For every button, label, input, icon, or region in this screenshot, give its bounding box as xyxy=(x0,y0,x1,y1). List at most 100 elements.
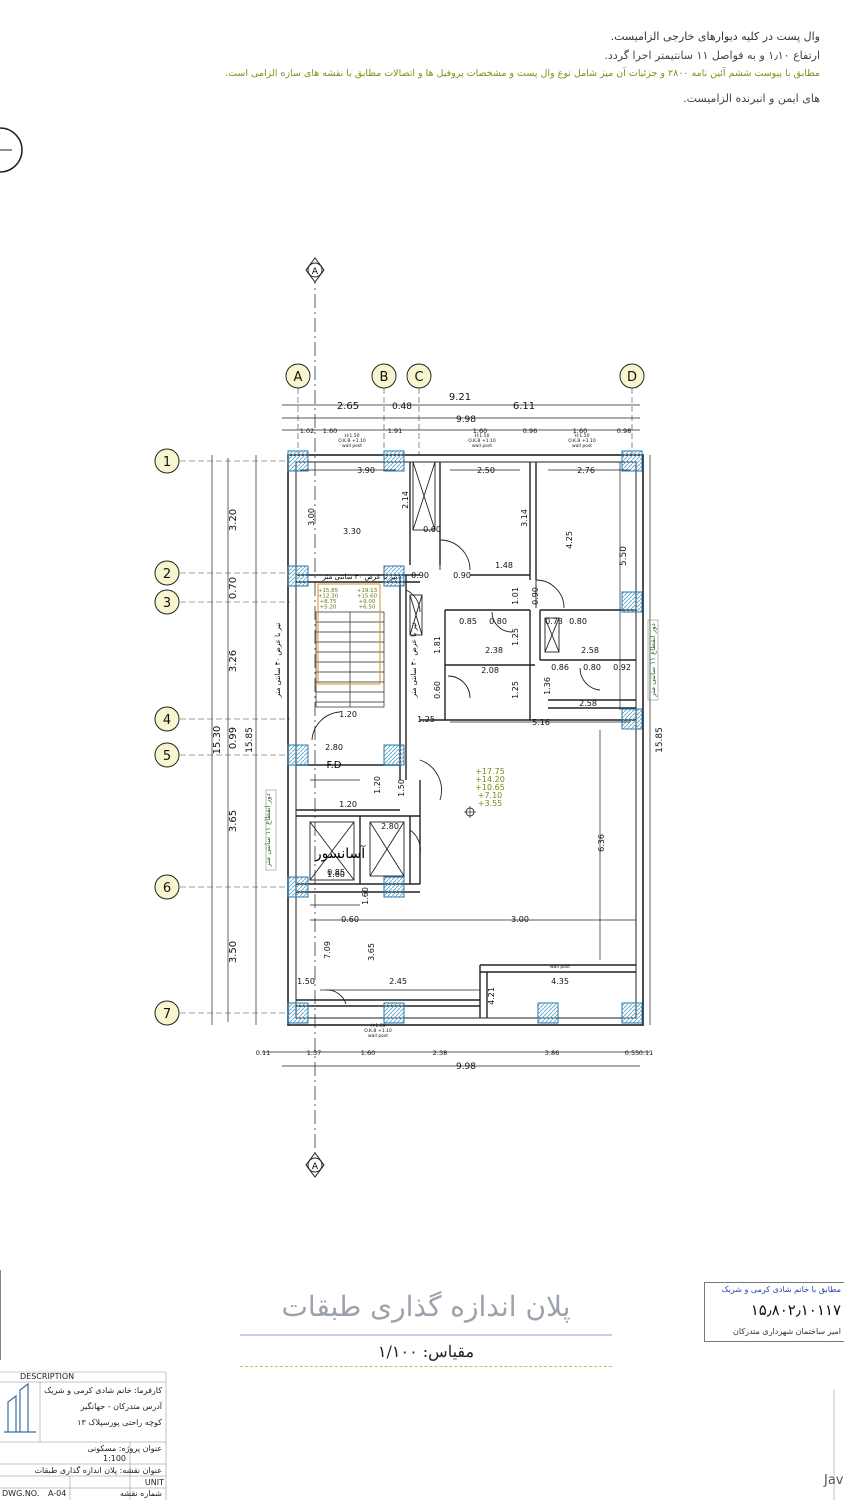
section-label: A xyxy=(312,267,319,277)
room-dim: 1.20 xyxy=(339,710,357,719)
dim-top-mid: 9.21 xyxy=(449,392,471,403)
room-dim: 0.85 xyxy=(459,617,477,626)
dim-bottom-chain: 0.55 xyxy=(625,1049,639,1057)
tb-address: آدرس متدرکان - جهانگیر xyxy=(80,1402,162,1411)
dim-bottom-chain: 1.37 xyxy=(307,1049,321,1057)
room-dim: 2.58 xyxy=(581,646,599,655)
dim-left: 0.99 xyxy=(228,727,239,749)
room-dim: 3.90 xyxy=(357,466,375,475)
room-dim: 2.45 xyxy=(389,977,407,986)
company-logo-icon xyxy=(4,1382,36,1433)
grid-label-7: 7 xyxy=(163,1007,171,1022)
side-note: دور انقطاع ۱۱ سانتی متر xyxy=(649,623,657,697)
level-text: +8.75 xyxy=(320,599,337,605)
room-dim: 1.81 xyxy=(433,636,442,654)
drawing-scale: مقیاس: ۱/۱۰۰ xyxy=(377,1342,475,1361)
level-text: +10.65 xyxy=(475,783,505,792)
section-marker-bottom: A xyxy=(305,1152,325,1178)
level-text: +19.13 xyxy=(357,588,378,594)
room-dim: 0.86 xyxy=(551,663,569,672)
outer-walls xyxy=(287,454,644,1026)
level-text: +14.20 xyxy=(475,775,505,784)
room-dim: 2.80 xyxy=(325,743,343,752)
section-marker-top: A xyxy=(305,257,325,283)
window-label: wall post xyxy=(572,443,592,449)
room-dim: 1.25 xyxy=(511,681,520,699)
dim-top-chain: 1.60 xyxy=(473,427,487,435)
column xyxy=(621,1002,643,1024)
room-dim: 1.20 xyxy=(373,776,382,794)
side-note: دور انقطاع ۱۱ سانتی متر xyxy=(264,793,272,867)
level-text: +15.85 xyxy=(318,588,339,594)
dim-top-chain: 1.02 xyxy=(300,427,314,435)
level-text: +12.30 xyxy=(318,594,339,600)
room-dim: 0.60 xyxy=(423,525,441,534)
room-dim: 0.90 xyxy=(453,571,471,580)
grid-label-2: 2 xyxy=(163,567,171,582)
dimension-lines xyxy=(211,404,651,1067)
dim-bottom-chain: 2.38 xyxy=(433,1049,447,1057)
room-dim: 1.25 xyxy=(417,715,435,724)
tb-project: عنوان پروژه: مسکونی xyxy=(87,1444,162,1453)
dim-bottom-chain: 3.86 xyxy=(545,1049,559,1057)
room-dim: 1.60 xyxy=(361,887,370,905)
dim-left: 0.70 xyxy=(228,577,239,599)
title-underline xyxy=(240,1334,612,1336)
beam-label: تیر با عرض ۳۰ سانتی متر xyxy=(274,623,282,699)
stamp-authority: امیر ساختمان شهرداری متدرکان xyxy=(733,1327,841,1336)
dim-bottom-total: 9.98 xyxy=(456,1062,476,1072)
room-dim: 0.90 xyxy=(411,571,429,580)
column xyxy=(537,1002,559,1024)
dim-top-total: 9.98 xyxy=(456,415,476,425)
room-dim: 1.50 xyxy=(297,977,315,986)
room-dim: 4.25 xyxy=(565,531,574,549)
grid-bubble xyxy=(154,706,180,732)
note-2800: مطابق با پیوست ششم آئین نامه ۲۸۰۰ و جزئی… xyxy=(225,68,820,79)
grid-label-6: 6 xyxy=(163,881,171,896)
column xyxy=(621,591,643,613)
room-dim: 4.21 xyxy=(487,987,496,1005)
dim-top: 0.48 xyxy=(392,402,412,412)
grid-bubble xyxy=(154,742,180,768)
dim-bottom-chain: 0.11 xyxy=(256,1049,270,1057)
room-dim: 1.25 xyxy=(511,628,520,646)
beam-label: تیر با عرض ۳۰ سانتی متر xyxy=(322,573,398,581)
scale-underline xyxy=(240,1366,612,1367)
stamp-owner: مطابق با خانم شادی کرمی و شریک xyxy=(721,1285,841,1294)
window-label: H:1.50 xyxy=(345,433,360,439)
level-marker-icon xyxy=(464,806,476,818)
grid-label-1: 1 xyxy=(163,455,171,470)
room-dim: 1.01 xyxy=(511,587,520,605)
approval-stamp: مطابق با خانم شادی کرمی و شریک ۱۵٫۸۰۲٫۱۰… xyxy=(704,1282,844,1342)
column xyxy=(287,1002,309,1024)
dim-top: 6.11 xyxy=(513,401,535,412)
room-dim: 1.20 xyxy=(339,800,357,809)
structural-columns xyxy=(287,450,643,1024)
window-label: wall post xyxy=(342,443,362,449)
grid-label-C: C xyxy=(414,370,423,385)
section-label: A xyxy=(312,1162,319,1172)
room-dim: 0.60 xyxy=(341,915,359,924)
grid-bubble xyxy=(154,560,180,586)
dim-bottom-chain: 0.11 xyxy=(639,1049,653,1057)
window-label: wall post xyxy=(368,1033,388,1039)
room-dim: 3.14 xyxy=(520,509,529,527)
title-block: DESCRIPTION کارفرما: خانم شادی کرمی و شر… xyxy=(0,1372,166,1500)
grid-bubble xyxy=(154,874,180,900)
room-dim: 0.80 xyxy=(583,663,601,672)
dim-left: 3.50 xyxy=(228,941,239,963)
dim-top-chain: 0.98 xyxy=(617,427,631,435)
dim-left-mid: 15.30 xyxy=(212,726,223,755)
beam-label: تیر با عرض ۳۰ سانتی متر xyxy=(410,623,418,699)
column xyxy=(383,1002,405,1024)
room-dim: 3.65 xyxy=(367,943,376,961)
window-label: O.K.B +1.10 xyxy=(338,438,366,444)
dim-top-chain: 1.60 xyxy=(573,427,587,435)
room-dim: 3.00 xyxy=(307,508,316,526)
tb-owner: کارفرما: خانم شادی کرمی و شریک xyxy=(44,1386,162,1395)
tb-drawing: عنوان نقشه: پلان اندازه گذاری طبقات xyxy=(34,1466,162,1475)
dim-bottom-chain: 1.60 xyxy=(361,1049,375,1057)
